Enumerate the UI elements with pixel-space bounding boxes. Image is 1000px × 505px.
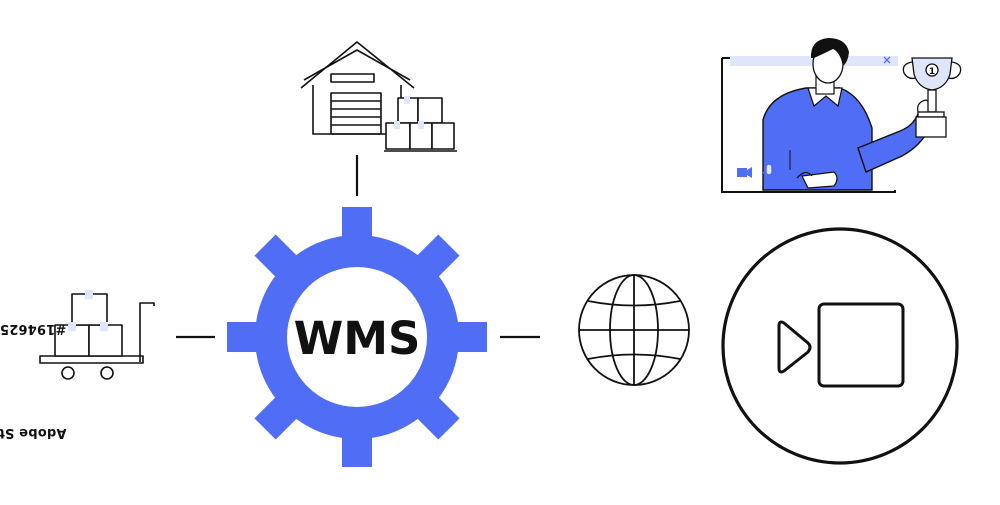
stock-id: #1946251748 <box>0 320 67 336</box>
person-figure <box>762 38 934 191</box>
close-icon <box>883 56 891 64</box>
microphone-icon[interactable] <box>762 163 776 182</box>
hand-truck-icon <box>39 290 155 380</box>
stock-prefix: Adobe Stock | <box>0 424 67 440</box>
warehouse-icon <box>300 41 457 152</box>
svg-text:1: 1 <box>929 67 935 77</box>
wms-gear: WMS <box>227 207 487 467</box>
video-call-icon: 1 <box>721 38 962 193</box>
globe-icon <box>578 274 690 386</box>
camera-icon[interactable] <box>737 167 752 178</box>
connectors <box>176 155 540 339</box>
trophy-icon: 1 <box>902 57 962 138</box>
wms-label: WMS <box>294 312 421 365</box>
video-play-icon <box>721 227 959 465</box>
stock-id-label: Adobe Stock | #1946251748 <box>0 260 67 500</box>
